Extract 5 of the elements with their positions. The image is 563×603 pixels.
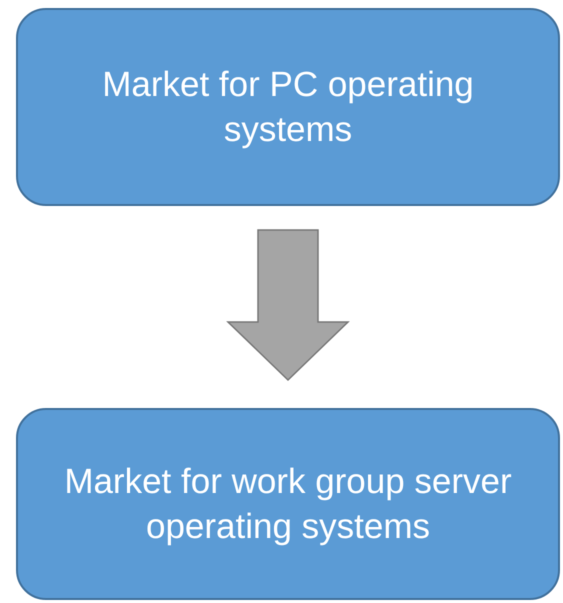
box-text: Market for PC operating systems xyxy=(101,64,475,151)
block-arrow xyxy=(226,229,350,382)
process-box xyxy=(16,408,560,600)
box-text: Market for work group server operating systems xyxy=(63,460,513,548)
process-box xyxy=(16,8,560,206)
